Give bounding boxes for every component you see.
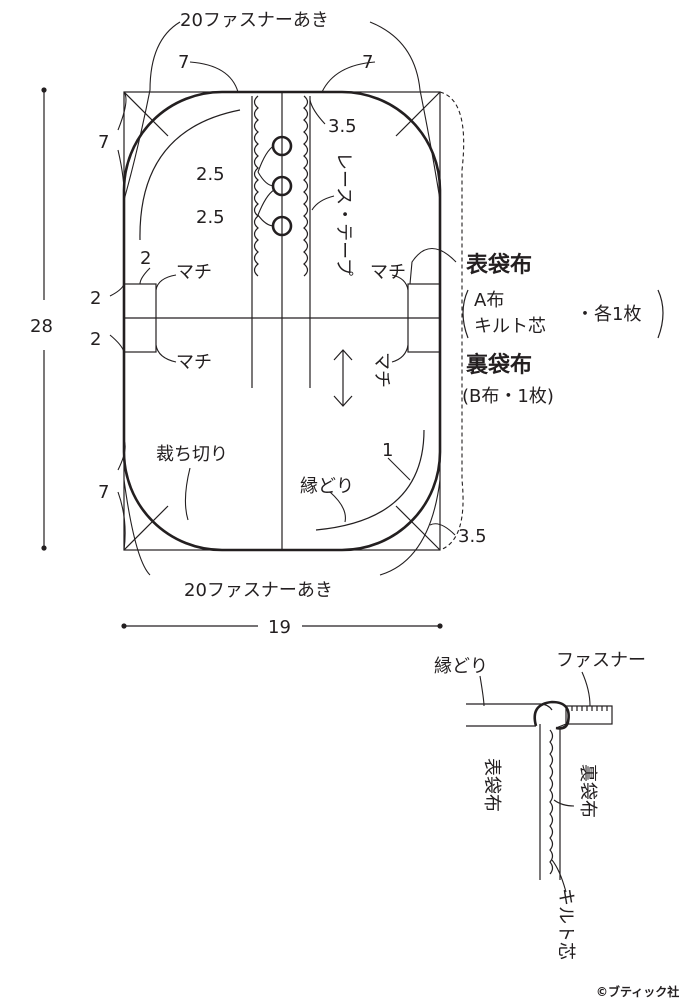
hole-spacing-label-1: 2.5 [196, 164, 225, 185]
corner-top-left-h-label: 7 [178, 52, 189, 73]
outer-fabric-qty: ・各1枚 [576, 304, 641, 325]
gusset-left-num-1: 2 [90, 288, 101, 309]
section-zipper-teeth [571, 706, 608, 711]
dimension-dot [121, 623, 127, 629]
binding-label: 縁どり [300, 476, 354, 497]
section-binding-label: 縁どり [434, 656, 488, 677]
height-dimension-label: 28 [30, 316, 53, 337]
gusset-right [407, 283, 441, 353]
grain-arrow-head [333, 349, 353, 407]
gusset-top-right-label: マチ [370, 262, 406, 283]
lace-tape-label: レース・テープ [333, 152, 354, 276]
corner-bottom-left-v-label: 7 [98, 482, 109, 503]
legend-right-paren [657, 289, 664, 339]
copyright-label: ©ブティック社 [596, 984, 679, 999]
section-outer-fabric-label: 表袋布 [481, 758, 502, 812]
outer-fabric-line2: キルト芯 [474, 316, 546, 337]
zipper-opening-bottom-label: 20ファスナーあき [184, 580, 333, 601]
hole-spacing-label-2: 2.5 [196, 207, 225, 228]
corner-top-left-v-label: 7 [98, 132, 109, 153]
corner-top-right-h-label: 7 [362, 52, 373, 73]
main-pattern [122, 90, 465, 552]
lace-scallop-left [253, 95, 259, 277]
lace-scallop-right [303, 95, 309, 277]
corner-diagonal [395, 505, 441, 551]
binding-inner-bottom-right [315, 429, 425, 531]
dimension-dot [437, 623, 443, 629]
gusset-bottom-right-label: マチ [371, 352, 392, 388]
section-zipper-join [555, 723, 567, 729]
outer-fabric-title: 表袋布 [466, 252, 532, 278]
section-leader [551, 859, 567, 893]
material-legend: 表袋布 A布 キルト芯 ・各1枚 裏袋布 (B布・1枚) [462, 252, 664, 407]
corner-diagonal [123, 505, 169, 551]
seam-bottom-label: 3.5 [458, 526, 487, 547]
section-leader [479, 675, 485, 707]
section-zipper-label: ファスナー [556, 650, 646, 671]
section-zipper-tape [565, 705, 613, 725]
legend-left-paren [462, 289, 469, 339]
binding-width-label: 1 [382, 440, 393, 461]
outer-fabric-line1: A布 [474, 290, 504, 311]
corner-diagonal [123, 91, 169, 137]
cut-line-dashed [439, 91, 465, 551]
corner-diagonal [395, 91, 441, 137]
gusset-left-num-2: 2 [90, 329, 101, 350]
dimension-lines [41, 87, 443, 629]
gusset-top-left-label: マチ [176, 262, 212, 283]
dimension-dot [41, 545, 47, 551]
lining-title: 裏袋布 [466, 352, 532, 378]
seam-top-label: 3.5 [328, 116, 357, 137]
section-leader [553, 799, 575, 807]
dimension-dot [41, 87, 47, 93]
binding-inner-top-left [139, 109, 241, 241]
section-binding-strip [466, 703, 553, 727]
gusset-bottom-left-label: マチ [176, 352, 212, 373]
section-batting-label: キルト芯 [555, 888, 576, 960]
zipper-opening-top-label: 20ファスナーあき [180, 10, 329, 31]
lining-detail: (B布・1枚) [462, 386, 554, 407]
section-batting-layer [549, 729, 554, 875]
leader-lines [109, 21, 457, 576]
gusset-top-num: 2 [140, 248, 151, 269]
section-leader [581, 671, 591, 707]
width-dimension-label: 19 [268, 617, 291, 638]
cut-off-label: 裁ち切り [156, 444, 228, 465]
main-diagram-labels: 20ファスナーあき 20ファスナーあき 7 7 7 7 3.5 3.5 2.5 … [30, 10, 487, 638]
section-lining-label: 裏袋布 [577, 764, 598, 818]
cross-section-diagram: 縁どり ファスナー 表袋布 裏袋布 キルト芯 [434, 650, 646, 960]
